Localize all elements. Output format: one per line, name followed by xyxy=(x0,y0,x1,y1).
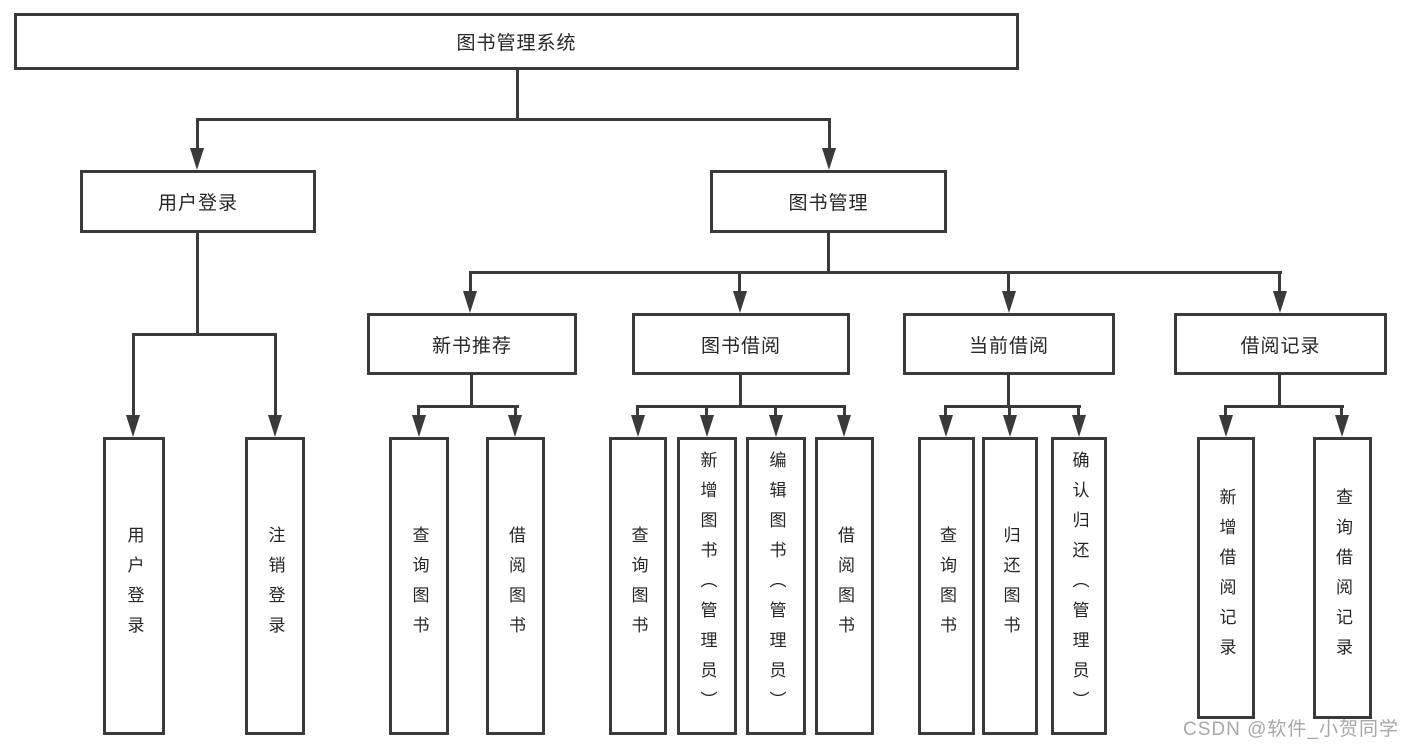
leaf-bb-edit-books-admin: 编辑图书（管理员） xyxy=(746,437,806,735)
arrow-down-icon xyxy=(837,415,851,437)
arrow-down-icon xyxy=(1273,291,1287,313)
connector-line xyxy=(944,405,947,419)
arrow-down-icon xyxy=(822,148,836,170)
connector-line xyxy=(774,405,777,419)
connector-line xyxy=(417,405,519,408)
leaf-cb-return-books: 归还图书 xyxy=(982,437,1038,735)
leaf-cb-confirm-return-admin: 确认归还（管理员） xyxy=(1051,437,1107,735)
arrow-down-icon xyxy=(1072,415,1086,437)
connector-line xyxy=(843,405,846,419)
arrow-down-icon xyxy=(1003,415,1017,437)
arrow-down-icon xyxy=(508,415,522,437)
connector-line xyxy=(1077,405,1080,419)
arrow-down-icon xyxy=(939,415,953,437)
arrow-down-icon xyxy=(412,415,426,437)
leaf-nb-query-books: 查询图书 xyxy=(389,437,449,735)
leaf-br-add-record: 新增借阅记录 xyxy=(1197,437,1255,719)
connector-line xyxy=(944,405,1081,408)
connector-line xyxy=(516,70,519,120)
leaf-bb-add-books-admin: 新增图书（管理员） xyxy=(677,437,737,735)
arrow-down-icon xyxy=(1002,291,1016,313)
node-root: 图书管理系统 xyxy=(14,13,1019,70)
connector-line xyxy=(132,333,135,419)
leaf-cb-query-books: 查询图书 xyxy=(918,437,975,735)
connector-line xyxy=(738,271,741,295)
connector-line xyxy=(132,333,277,336)
connector-line xyxy=(1007,375,1010,408)
arrow-down-icon xyxy=(733,291,747,313)
connector-line xyxy=(1008,405,1011,419)
arrow-down-icon xyxy=(126,415,140,437)
arrow-down-icon xyxy=(463,291,477,313)
connector-line xyxy=(514,405,517,419)
arrow-down-icon xyxy=(631,415,645,437)
connector-line xyxy=(470,375,473,408)
connector-line xyxy=(417,405,420,419)
leaf-bb-query-books: 查询图书 xyxy=(609,437,667,735)
connector-line xyxy=(1007,271,1010,295)
node-user-login: 用户登录 xyxy=(80,170,316,233)
connector-line xyxy=(196,233,199,335)
connector-line xyxy=(1224,405,1227,419)
node-book-borrow: 图书借阅 xyxy=(632,313,850,375)
connector-line xyxy=(705,405,708,419)
arrow-down-icon xyxy=(769,415,783,437)
leaf-user-login: 用户登录 xyxy=(103,437,165,735)
connector-line xyxy=(274,333,277,419)
arrow-down-icon xyxy=(700,415,714,437)
arrow-down-icon xyxy=(1335,415,1349,437)
node-book-management: 图书管理 xyxy=(710,170,947,233)
leaf-bb-borrow-books: 借阅图书 xyxy=(815,437,874,735)
leaf-br-query-record: 查询借阅记录 xyxy=(1313,437,1372,719)
leaf-logout: 注销登录 xyxy=(245,437,305,735)
node-current-borrow: 当前借阅 xyxy=(903,313,1115,375)
connector-line xyxy=(196,118,831,121)
connector-line xyxy=(1278,375,1281,408)
connector-line xyxy=(828,118,831,152)
leaf-nb-borrow-books: 借阅图书 xyxy=(486,437,545,735)
arrow-down-icon xyxy=(190,148,204,170)
csdn-watermark: CSDN @软件_小贺同学 xyxy=(1183,719,1399,740)
node-new-book-recommend: 新书推荐 xyxy=(367,313,577,375)
connector-line xyxy=(196,118,199,152)
arrow-down-icon xyxy=(268,415,282,437)
connector-line xyxy=(827,233,830,273)
connector-line xyxy=(636,405,846,408)
connector-line xyxy=(636,405,639,419)
node-borrow-records: 借阅记录 xyxy=(1174,313,1387,375)
connector-line xyxy=(739,375,742,408)
connector-line xyxy=(1340,405,1343,419)
connector-line xyxy=(1224,405,1344,408)
connector-line xyxy=(469,271,1282,274)
connector-line xyxy=(1278,271,1281,295)
arrow-down-icon xyxy=(1219,415,1233,437)
connector-line xyxy=(469,271,472,295)
